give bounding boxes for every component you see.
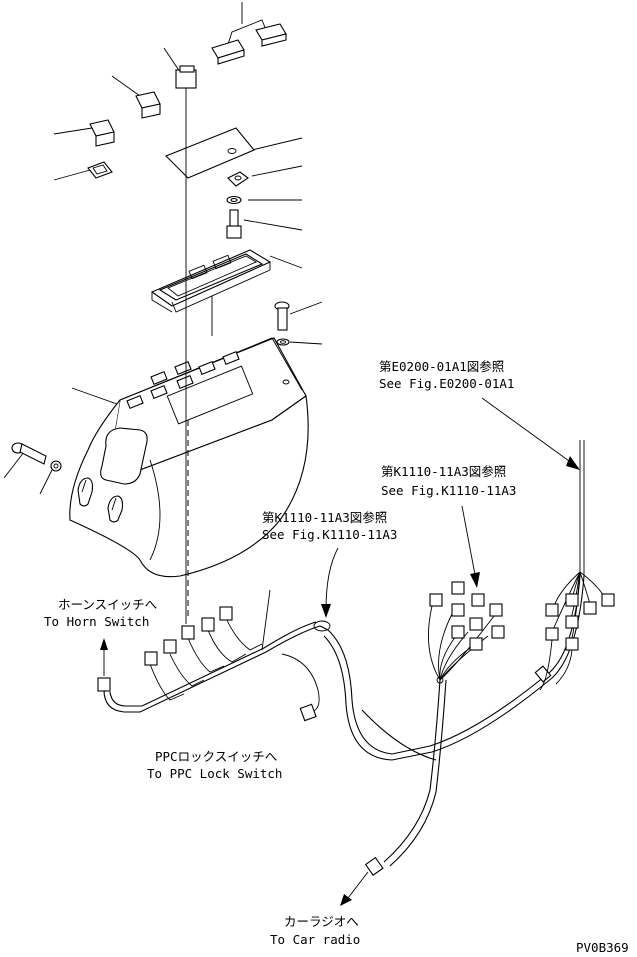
car-radio-jp: カーラジオへ [284, 914, 359, 929]
drawing-code: PV0B369 [576, 940, 629, 955]
horn-arrow [100, 638, 108, 676]
harness-left [97, 589, 331, 722]
console-housing [69, 337, 309, 620]
horn-switch-jp: ホーンスイッチへ [58, 597, 157, 612]
mount-hardware [165, 127, 255, 239]
top-switch-group [87, 19, 287, 179]
ref-e0200-jp: 第E0200-01A1図参照 [379, 359, 504, 374]
panel-bolt [274, 301, 290, 346]
ref-k1110-left-en: See Fig.K1110-11A3 [262, 527, 397, 542]
horn-switch-en: To Horn Switch [44, 614, 149, 629]
ref-k1110-right-jp: 第K1110-11A3図参照 [381, 464, 506, 479]
ref-k1110-left-jp: 第K1110-11A3図参照 [262, 510, 387, 525]
ppc-lock-en: To PPC Lock Switch [147, 766, 282, 781]
ref-label-k1110-right: 第K1110-11A3図参照 See Fig.K1110-11A3 [381, 464, 516, 498]
reference-arrows [321, 397, 580, 618]
connector-cluster-center [427, 581, 505, 684]
ppc-lock-label: PPCロックスイッチへ To PPC Lock Switch [147, 749, 282, 781]
harness-main-cable [323, 440, 585, 761]
ref-label-k1110-left: 第K1110-11A3図参照 See Fig.K1110-11A3 [262, 510, 397, 542]
ppc-lock-jp: PPCロックスイッチへ [155, 749, 277, 764]
horn-switch-label: ホーンスイッチへ To Horn Switch [44, 597, 157, 629]
switch-panel [150, 249, 272, 336]
ref-label-e0200: 第E0200-01A1図参照 See Fig.E0200-01A1 [379, 359, 514, 391]
side-bolt [11, 442, 62, 472]
ref-e0200-en: See Fig.E0200-01A1 [379, 376, 514, 391]
car-radio-en: To Car radio [270, 932, 360, 947]
harness-radio-cable [340, 679, 447, 906]
ref-k1110-right-en: See Fig.K1110-11A3 [381, 483, 516, 498]
car-radio-label: カーラジオへ To Car radio [270, 914, 360, 947]
connector-cluster-right [539, 571, 615, 691]
